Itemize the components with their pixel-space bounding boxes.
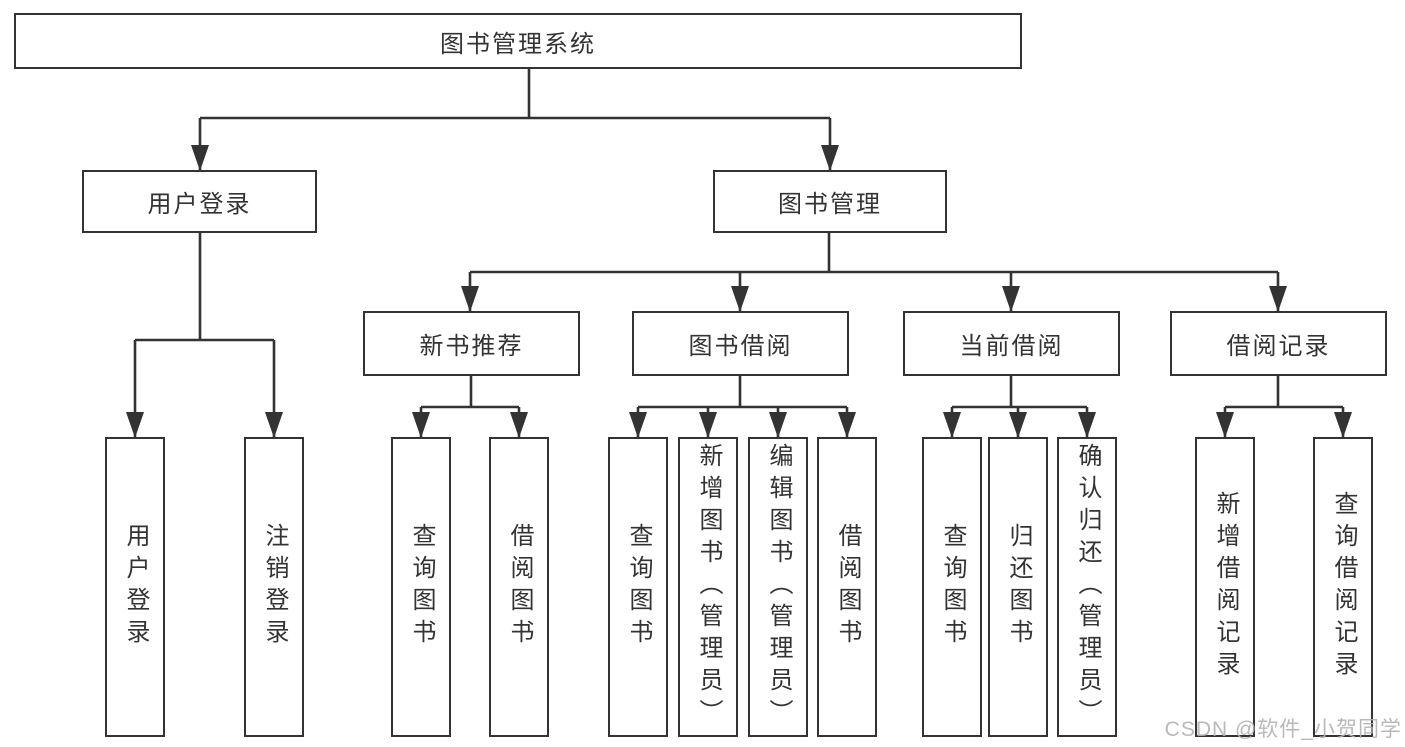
arrowhead-icon bbox=[821, 145, 839, 171]
node-label: 确认归还（管理员） bbox=[1074, 443, 1101, 731]
arrowhead-icon bbox=[1078, 412, 1096, 438]
arrowheads bbox=[126, 145, 1352, 438]
leaf-query-borrow-record: 查询借阅记录 bbox=[1313, 437, 1373, 737]
node-label: 借阅图书 bbox=[506, 523, 533, 651]
node-current-borrow: 当前借阅 bbox=[903, 311, 1120, 376]
arrowhead-icon bbox=[699, 412, 717, 438]
node-borrow-records: 借阅记录 bbox=[1170, 311, 1387, 376]
csdn-watermark: CSDN @软件_小贺同学 bbox=[1164, 718, 1402, 741]
leaf-query-books-current: 查询图书 bbox=[922, 437, 982, 737]
node-label: 查询图书 bbox=[408, 523, 435, 651]
arrowhead-icon bbox=[1334, 412, 1352, 438]
node-label: 新书推荐 bbox=[419, 333, 524, 360]
leaf-confirm-return-admin: 确认归还（管理员） bbox=[1057, 437, 1117, 737]
arrowhead-icon bbox=[838, 412, 856, 438]
leaf-user-login: 用户登录 bbox=[105, 437, 165, 737]
node-label: 图书管理系统 bbox=[440, 30, 596, 58]
leaf-borrow-books-recommend: 借阅图书 bbox=[489, 437, 549, 737]
arrowhead-icon bbox=[191, 145, 209, 171]
arrowhead-icon bbox=[126, 412, 144, 438]
node-label: 查询图书 bbox=[939, 523, 966, 651]
node-book-management: 图书管理 bbox=[713, 170, 947, 233]
arrowhead-icon bbox=[1002, 286, 1020, 312]
node-label: 编辑图书（管理员） bbox=[765, 443, 792, 731]
node-label: 借阅图书 bbox=[834, 523, 861, 651]
node-label: 新增借阅记录 bbox=[1212, 491, 1239, 683]
node-label: 借阅记录 bbox=[1226, 333, 1331, 360]
arrowhead-icon bbox=[731, 286, 749, 312]
node-book-borrow: 图书借阅 bbox=[632, 311, 849, 376]
connector-lines bbox=[133, 69, 1345, 437]
node-new-book-recommend: 新书推荐 bbox=[363, 311, 580, 376]
arrowhead-icon bbox=[412, 412, 430, 438]
node-user-login: 用户登录 bbox=[82, 170, 317, 233]
arrowhead-icon bbox=[1009, 412, 1027, 438]
leaf-add-borrow-record: 新增借阅记录 bbox=[1195, 437, 1255, 737]
leaf-query-books-recommend: 查询图书 bbox=[391, 437, 451, 737]
arrowhead-icon bbox=[510, 412, 528, 438]
node-label: 归还图书 bbox=[1005, 523, 1032, 651]
leaf-edit-book-admin: 编辑图书（管理员） bbox=[748, 437, 808, 737]
node-label: 图书管理 bbox=[778, 191, 882, 218]
arrowhead-icon bbox=[461, 286, 479, 312]
arrowhead-icon bbox=[1269, 286, 1287, 312]
node-library-system: 图书管理系统 bbox=[14, 13, 1022, 69]
node-label: 注销登录 bbox=[261, 523, 288, 651]
node-label: 图书借阅 bbox=[688, 333, 793, 360]
arrowhead-icon bbox=[769, 412, 787, 438]
arrowhead-icon bbox=[629, 412, 647, 438]
node-label: 查询借阅记录 bbox=[1330, 491, 1357, 683]
node-label: 查询图书 bbox=[625, 523, 652, 651]
node-label: 当前借阅 bbox=[959, 333, 1064, 360]
node-label: 新增图书（管理员） bbox=[695, 443, 722, 731]
leaf-borrow-books-borrow: 借阅图书 bbox=[817, 437, 877, 737]
arrowhead-icon bbox=[943, 412, 961, 438]
leaf-add-book-admin: 新增图书（管理员） bbox=[678, 437, 738, 737]
arrowhead-icon bbox=[1216, 412, 1234, 438]
leaf-return-books: 归还图书 bbox=[988, 437, 1048, 737]
leaf-query-books-borrow: 查询图书 bbox=[608, 437, 668, 737]
node-label: 用户登录 bbox=[147, 191, 252, 218]
node-label: 用户登录 bbox=[122, 523, 149, 651]
leaf-logout: 注销登录 bbox=[244, 437, 304, 737]
arrowhead-icon bbox=[265, 412, 283, 438]
